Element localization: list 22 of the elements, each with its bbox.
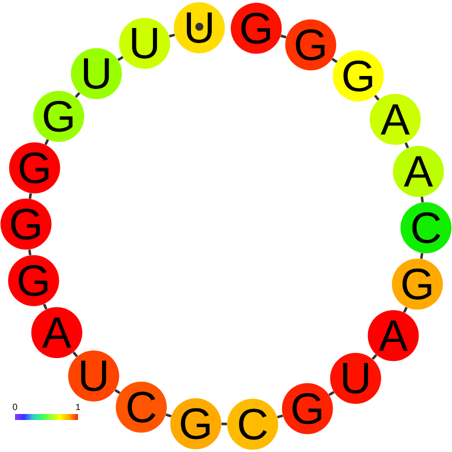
- backbone-line: [74, 92, 80, 98]
- backbone-line: [420, 196, 424, 202]
- scale-label: 0: [12, 404, 18, 410]
- backbone-line: [28, 193, 32, 199]
- backbone-line: [403, 306, 408, 313]
- backbone-line: [42, 304, 48, 310]
- backbone-line: [221, 422, 227, 426]
- backbone-line: [374, 94, 380, 101]
- backbone-line: [28, 250, 32, 256]
- backbone-line: [44, 139, 49, 146]
- backbone-line: [168, 34, 175, 38]
- backbone-line: [114, 389, 120, 394]
- backbone-line: [72, 351, 78, 358]
- backbone-line: [117, 56, 124, 62]
- backbone-line: [166, 413, 172, 418]
- backbone-line: [372, 354, 378, 360]
- backbone-line: [280, 34, 286, 39]
- backbone-line: [404, 142, 410, 148]
- backbone-line: [420, 253, 424, 259]
- backbone-line: [332, 58, 338, 63]
- backbone-line: [328, 390, 335, 396]
- backbone-line: [277, 414, 284, 418]
